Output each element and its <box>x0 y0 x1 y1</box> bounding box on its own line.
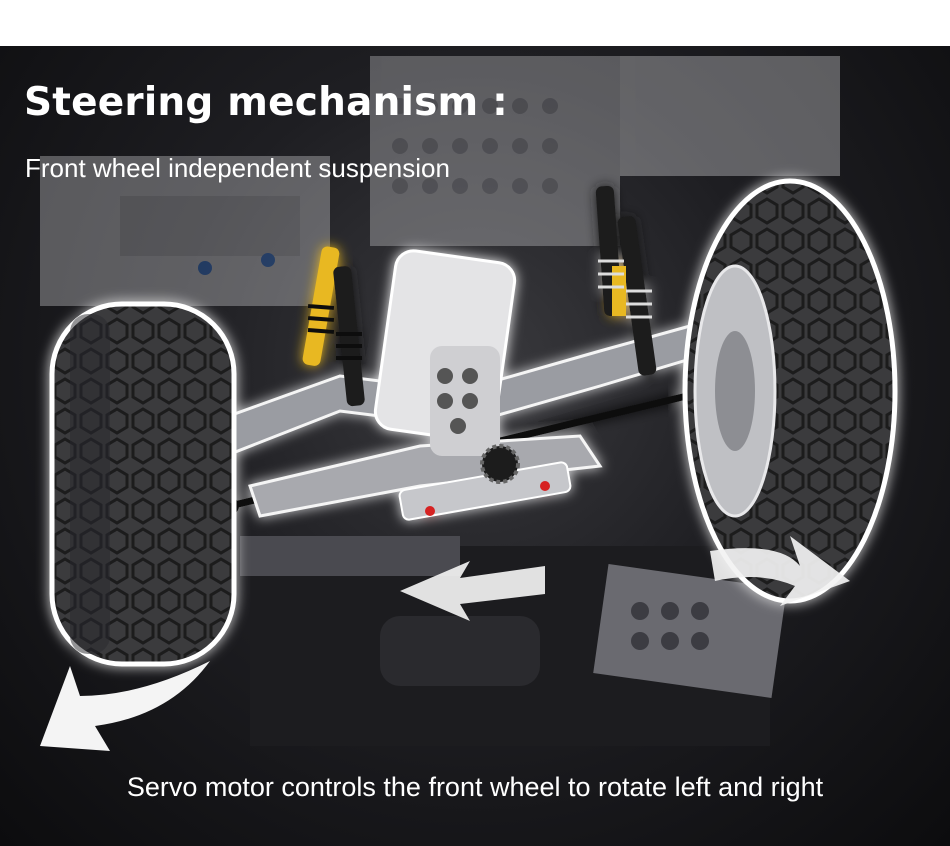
left-wheel <box>49 301 237 667</box>
product-scene: Steering mechanism : Front wheel indepen… <box>0 46 950 846</box>
truck-background <box>40 56 840 306</box>
left-arrow-icon <box>400 561 545 621</box>
curved-arrow-icon <box>40 661 210 751</box>
page-subtitle: Front wheel independent suspension <box>25 153 450 183</box>
top-white-band <box>0 0 950 46</box>
shock-absorber-right <box>595 186 657 376</box>
right-arrow-icon <box>710 536 850 606</box>
page-title: Steering mechanism : <box>24 80 508 125</box>
bottom-caption: Servo motor controls the front wheel to … <box>126 772 824 802</box>
steering-rack <box>398 444 572 521</box>
chassis <box>240 536 787 746</box>
suspension-assembly <box>49 178 898 667</box>
right-wheel <box>682 178 898 604</box>
servo-motor <box>373 249 517 456</box>
steering-illustration <box>40 56 898 751</box>
shock-absorber-left <box>302 246 365 407</box>
